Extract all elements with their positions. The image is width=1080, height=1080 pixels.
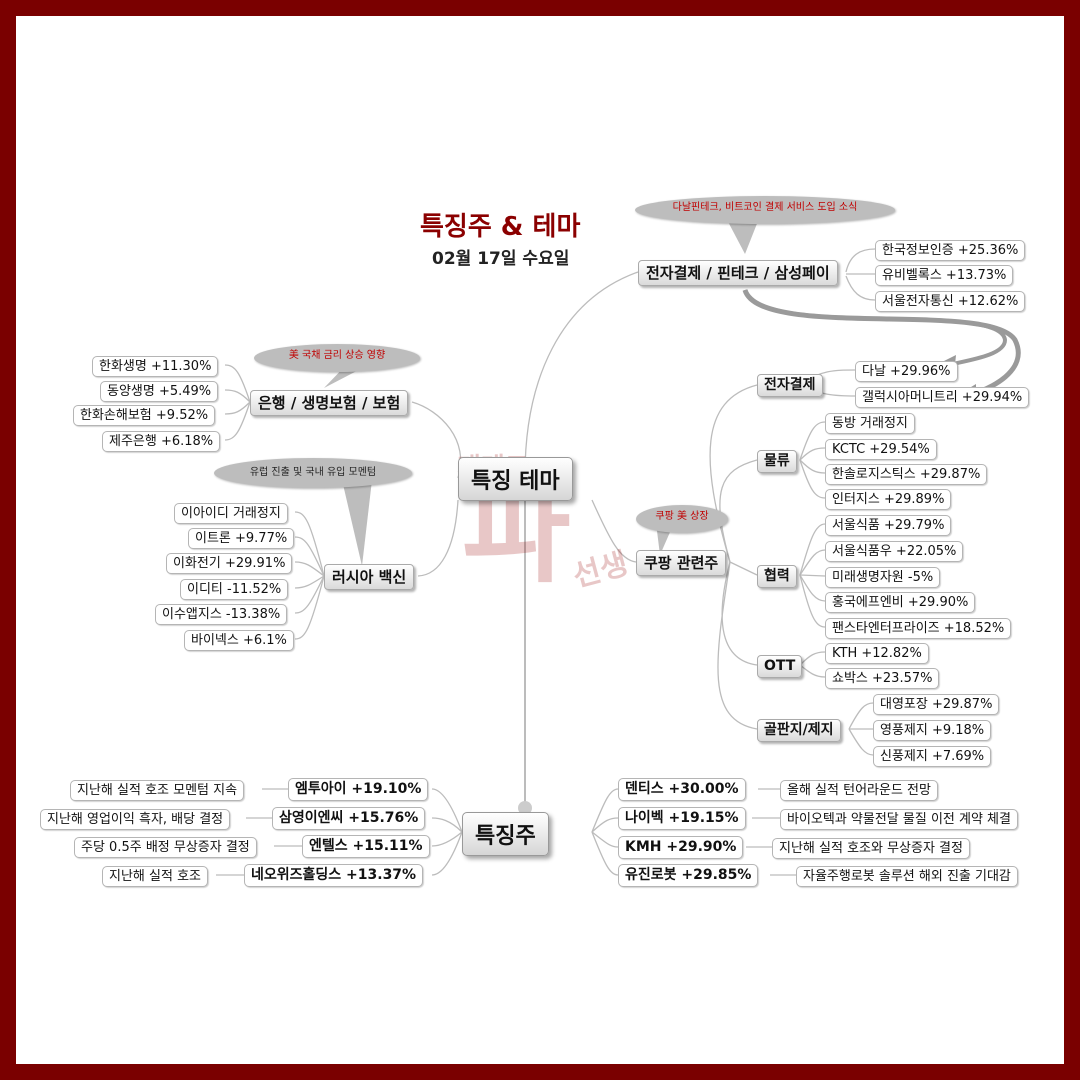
coupang-paper-stock-1[interactable]: 대영포장 +29.87%	[873, 694, 1000, 715]
vaccine-stock-2[interactable]: 이트론 +9.77%	[188, 528, 295, 549]
bank-stock-2[interactable]: 동양생명 +5.49%	[100, 381, 219, 402]
coupang-paper-stock-3[interactable]: 신풍제지 +7.69%	[873, 746, 992, 767]
coupang-paper-stock-2[interactable]: 영풍제지 +9.18%	[873, 720, 992, 741]
coupang-ott-stock-2[interactable]: 쇼박스 +23.57%	[825, 668, 940, 689]
coupang-logistics-stock-4[interactable]: 인터지스 +29.89%	[825, 489, 952, 510]
coupang-logistics-node[interactable]: 물류	[757, 450, 797, 473]
featured-right-stock-4[interactable]: 유진로봇 +29.85%	[618, 864, 759, 887]
vaccine-stock-1[interactable]: 이아이디 거래정지	[174, 503, 288, 524]
page-title: 특징주 & 테마	[420, 212, 581, 242]
vaccine-stock-5[interactable]: 이수앱지스 -13.38%	[155, 604, 288, 625]
bank-stock-1[interactable]: 한화생명 +11.30%	[92, 356, 219, 377]
payments-theme-node[interactable]: 전자결제 / 핀테크 / 삼성페이	[638, 260, 838, 286]
coupang-epay-stock-2[interactable]: 갤럭시아머니트리 +29.94%	[855, 387, 1030, 408]
callout-tail-shape	[725, 216, 760, 254]
payments-note-callout: 다날핀테크, 비트코인 결제 서비스 도입 소식	[635, 196, 895, 256]
featured-left-stock-2[interactable]: 삼영이엔씨 +15.76%	[272, 807, 426, 830]
vaccine-note: 유럽 진출 및 국내 유입 모멘텀	[214, 458, 412, 488]
vaccine-stock-4[interactable]: 이디티 -11.52%	[180, 579, 289, 600]
featured-right-reason-3: 지난해 실적 호조와 무상증자 결정	[772, 838, 970, 859]
vaccine-theme-node[interactable]: 러시아 백신	[324, 564, 415, 590]
featured-left-stock-4[interactable]: 네오위즈홀딩스 +13.37%	[244, 864, 424, 887]
coupang-epay-stock-1[interactable]: 다날 +29.96%	[855, 361, 958, 382]
bank-theme-node[interactable]: 은행 / 생명보험 / 보험	[250, 390, 409, 416]
coupang-note: 쿠팡 美 상장	[636, 505, 728, 533]
coupang-logistics-stock-3[interactable]: 한솔로지스틱스 +29.87%	[825, 464, 988, 485]
vaccine-stock-6[interactable]: 바이넥스 +6.1%	[184, 630, 294, 651]
featured-left-reason-4: 지난해 실적 호조	[102, 866, 208, 887]
coupang-paper-node[interactable]: 골판지/제지	[757, 719, 841, 742]
payments-note: 다날핀테크, 비트코인 결제 서비스 도입 소식	[635, 196, 895, 224]
callout-tail-shape	[342, 480, 372, 566]
page-date: 02월 17일 수요일	[432, 249, 570, 269]
featured-left-stock-3[interactable]: 엔텔스 +15.11%	[302, 835, 430, 858]
bank-note: 美 국채 금리 상승 영향	[254, 344, 420, 372]
coupang-partner-stock-5[interactable]: 팬스타엔터프라이즈 +18.52%	[825, 618, 1012, 639]
coupang-ott-stock-1[interactable]: KTH +12.82%	[825, 643, 929, 664]
featured-right-stock-1[interactable]: 덴티스 +30.00%	[618, 778, 746, 801]
coupang-partner-stock-4[interactable]: 홍국에프엔비 +29.90%	[825, 592, 976, 613]
coupang-partner-stock-1[interactable]: 서울식품 +29.79%	[825, 515, 952, 536]
bank-stock-3[interactable]: 한화손해보험 +9.52%	[73, 405, 216, 426]
bank-note-callout: 美 국채 금리 상승 영향	[254, 344, 420, 390]
coupang-logistics-stock-2[interactable]: KCTC +29.54%	[825, 439, 937, 460]
vaccine-note-callout: 유럽 진출 및 국내 유입 모멘텀	[214, 458, 412, 568]
coupang-partner-stock-2[interactable]: 서울식품우 +22.05%	[825, 541, 964, 562]
payments-stock-3[interactable]: 서울전자통신 +12.62%	[875, 291, 1026, 312]
payments-stock-2[interactable]: 유비벨록스 +13.73%	[875, 265, 1014, 286]
coupang-note-callout: 쿠팡 美 상장	[636, 505, 728, 555]
coupang-theme-node[interactable]: 쿠팡 관련주	[636, 550, 727, 576]
vaccine-stock-3[interactable]: 이화전기 +29.91%	[166, 553, 293, 574]
featured-right-stock-2[interactable]: 나이벡 +19.15%	[618, 807, 746, 830]
featured-right-reason-4: 자율주행로봇 솔루션 해외 진출 기대감	[796, 866, 1018, 887]
featured-left-reason-2: 지난해 영업이익 흑자, 배당 결정	[40, 809, 231, 830]
coupang-partner-stock-3[interactable]: 미래생명자원 -5%	[825, 567, 941, 588]
coupang-epay-node[interactable]: 전자결제	[757, 374, 823, 397]
featured-right-reason-1: 올해 실적 턴어라운드 전망	[780, 780, 938, 801]
theme-root-node[interactable]: 특징 테마	[458, 457, 573, 501]
featured-root-node[interactable]: 특징주	[462, 812, 549, 856]
featured-left-stock-1[interactable]: 엠투아이 +19.10%	[288, 778, 429, 801]
payments-stock-1[interactable]: 한국정보인증 +25.36%	[875, 240, 1026, 261]
bank-stock-4[interactable]: 제주은행 +6.18%	[102, 431, 221, 452]
coupang-logistics-stock-1[interactable]: 동방 거래정지	[825, 413, 915, 434]
featured-right-reason-2: 바이오텍과 약물전달 물질 이전 계약 체결	[780, 809, 1018, 830]
coupang-ott-node[interactable]: OTT	[757, 655, 803, 678]
coupang-partner-node[interactable]: 협력	[757, 565, 797, 588]
featured-right-stock-3[interactable]: KMH +29.90%	[618, 836, 744, 859]
featured-left-reason-3: 주당 0.5주 배정 무상증자 결정	[74, 837, 257, 858]
featured-left-reason-1: 지난해 실적 호조 모멘텀 지속	[70, 780, 245, 801]
